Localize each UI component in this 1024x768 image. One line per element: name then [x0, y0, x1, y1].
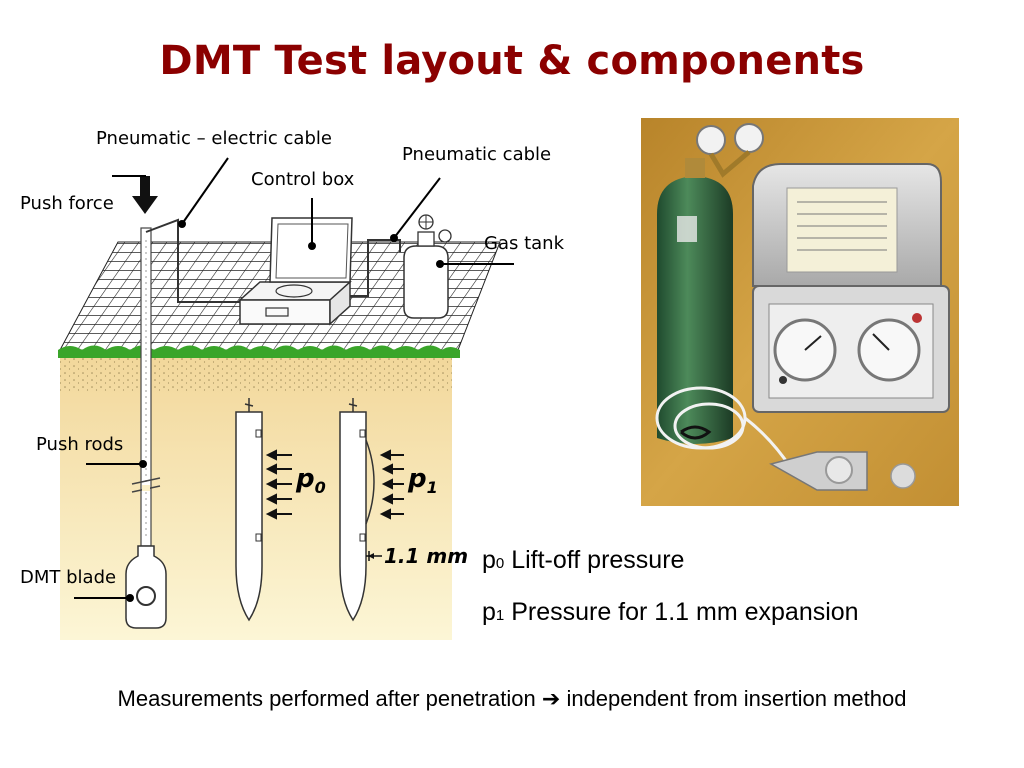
label-control-box: Control box	[251, 169, 355, 190]
label-gas-tank: Gas tank	[484, 233, 564, 254]
pressure-arrows-p1	[379, 449, 404, 520]
gas-tank	[403, 214, 452, 319]
label-p0: p0	[296, 464, 326, 498]
slide-title: DMT Test layout & components	[159, 38, 865, 84]
photo-regulator	[696, 123, 764, 178]
control-box	[238, 217, 353, 326]
label-push-force: Push force	[20, 193, 114, 214]
soil-texture	[60, 352, 452, 392]
label-p1: p1	[408, 464, 438, 498]
blade-membrane	[136, 586, 156, 606]
dmt-equipment-photo	[641, 118, 959, 506]
label-dmt-blade: DMT blade	[20, 567, 117, 588]
leader-pneumatic-electric	[181, 157, 229, 225]
leader-dots	[126, 220, 444, 602]
legend-p0: p0 Lift-off pressure	[482, 546, 685, 574]
photo-control-box	[752, 163, 950, 413]
label-pneumatic-electric-cable: Pneumatic – electric cable	[96, 128, 332, 149]
photo-dmt-blade	[769, 451, 916, 491]
right-arrow-icon: ➔	[541, 687, 561, 712]
legend-p1: p1 Pressure for 1.1 mm expansion	[482, 598, 859, 626]
pressure-arrows-p0	[265, 449, 292, 520]
pneumatic-cable	[350, 239, 401, 297]
photo-gas-cylinder	[657, 158, 733, 444]
blade-schematic-p0	[235, 398, 263, 622]
grass-line	[58, 345, 460, 358]
leader-pneumatic-cable	[393, 177, 441, 239]
blade-schematic-p1	[339, 398, 375, 622]
label-expansion: 1.1 mm	[384, 544, 469, 568]
leader-lines	[74, 157, 514, 599]
photo-black-cable	[680, 425, 712, 440]
push-force-arrow	[132, 176, 158, 214]
label-push-rods: Push rods	[36, 434, 124, 455]
dmt-layout-diagram	[58, 157, 514, 640]
footer-note: Measurements performed after penetration…	[117, 686, 907, 712]
pneumatic-electric-cable	[145, 218, 260, 303]
label-pneumatic-cable: Pneumatic cable	[402, 144, 552, 165]
